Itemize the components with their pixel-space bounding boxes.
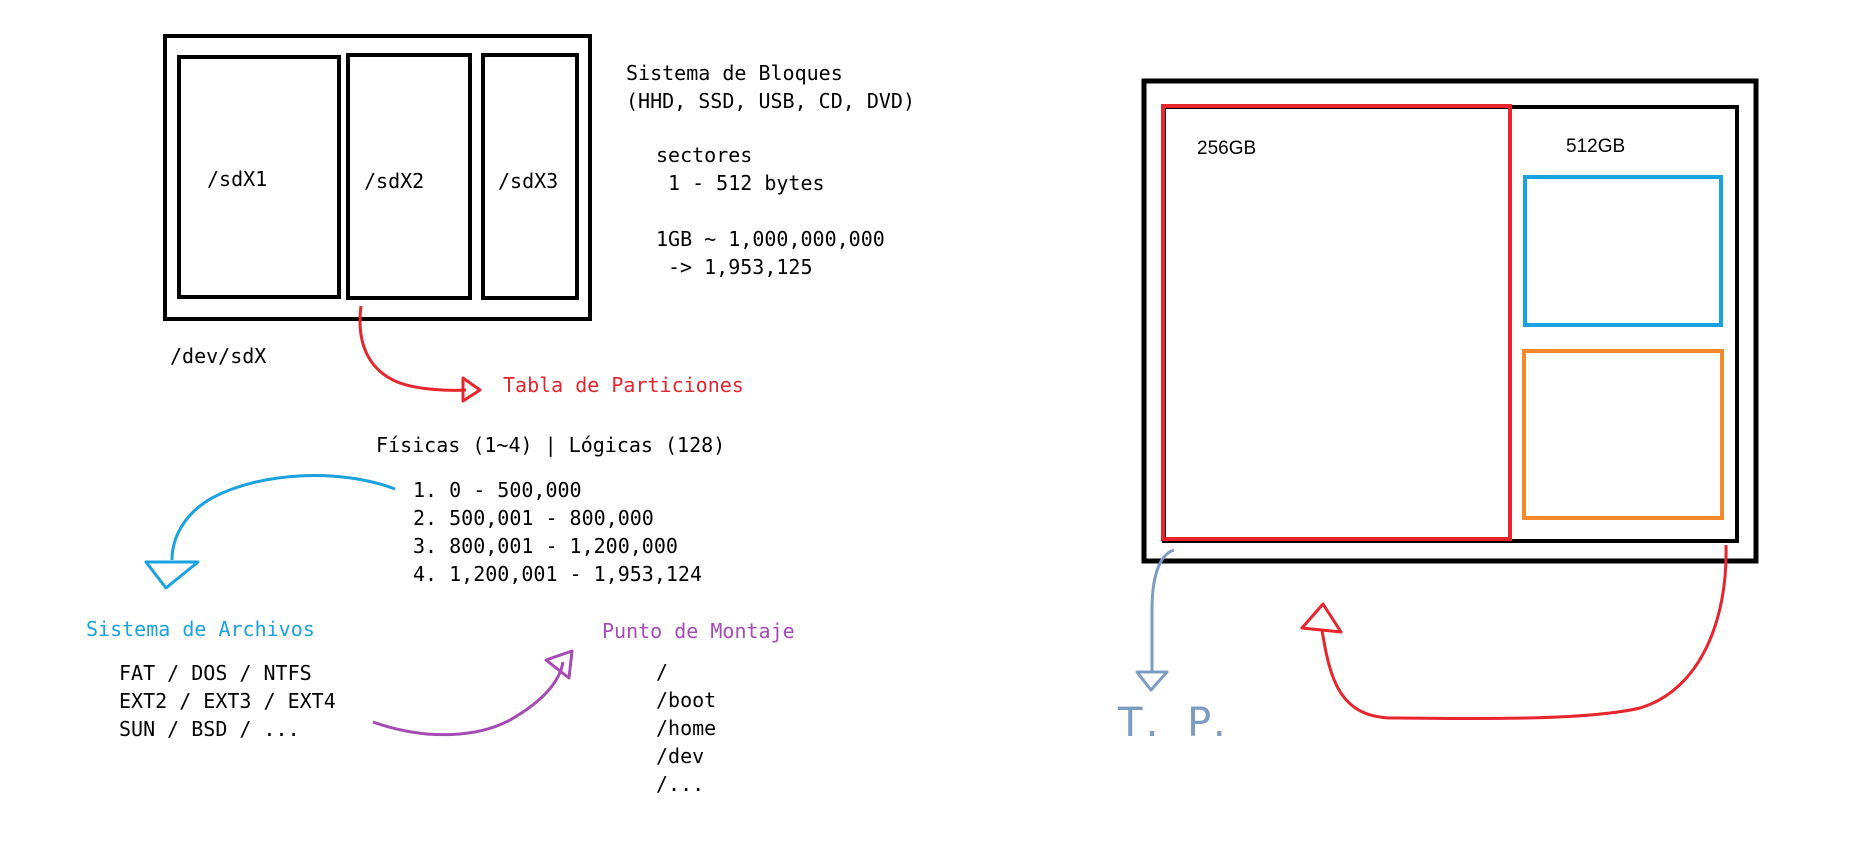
- red-256gb-box: [1161, 104, 1512, 541]
- mount-point-item-2: /boot: [656, 688, 716, 712]
- gb-value: 1GB ~ 1,000,000,000: [656, 227, 885, 251]
- partition-range-4: 4. 1,200,001 - 1,953,124: [413, 562, 702, 586]
- block-system-media: (HHD, SSD, USB, CD, DVD): [626, 89, 915, 113]
- partition-label-2: /sdX2: [364, 169, 424, 193]
- orange-box: [1522, 349, 1724, 520]
- partition-table-arrowhead: [461, 376, 482, 403]
- device-label: /dev/sdX: [170, 344, 266, 368]
- right-red-arrowhead: [1300, 602, 1343, 634]
- partition-types: Físicas (1~4) | Lógicas (128): [376, 433, 725, 457]
- partition-range-3: 3. 800,001 - 1,200,000: [413, 534, 678, 558]
- mount-point-item-1: /: [656, 660, 668, 684]
- mount-point-arrowhead: [544, 649, 574, 680]
- mount-point-item-3: /home: [656, 716, 716, 740]
- partition-table-title: Tabla de Particiones: [503, 373, 744, 397]
- file-system-item-1: FAT / DOS / NTFS: [119, 661, 312, 685]
- tp-arrow: [1150, 548, 1175, 672]
- label-256gb: 256GB: [1197, 138, 1256, 159]
- disk-outline: [163, 34, 592, 321]
- label-512gb: 512GB: [1566, 136, 1625, 157]
- right-red-arrow: [1320, 544, 1728, 721]
- partition-box-2: [346, 53, 472, 300]
- partition-range-1: 1. 0 - 500,000: [413, 478, 582, 502]
- tp-handwritten-label: T. P.: [1117, 700, 1234, 746]
- sector-count: -> 1,953,125: [668, 255, 813, 279]
- mount-point-arrow: [372, 661, 565, 737]
- block-system-title: Sistema de Bloques: [626, 61, 843, 85]
- disk-diagram: [163, 34, 592, 321]
- tp-arrowhead: [1135, 670, 1169, 692]
- partition-range-2: 2. 500,001 - 800,000: [413, 506, 654, 530]
- file-system-arrowhead: [144, 560, 200, 590]
- right-disk-diagram: [1141, 78, 1759, 564]
- partition-label-3: /sdX3: [498, 169, 558, 193]
- partition-box-1: [177, 55, 341, 299]
- file-system-item-3: SUN / BSD / ...: [119, 717, 300, 741]
- mount-point-item-4: /dev: [656, 744, 704, 768]
- mount-point-item-5: /...: [656, 772, 704, 796]
- file-system-arrow: [170, 474, 396, 561]
- mount-point-title: Punto de Montaje: [602, 619, 795, 643]
- sectors-label: sectores: [656, 143, 752, 167]
- partition-label-1: /sdX1: [207, 167, 267, 191]
- right-disk-outline: [1141, 78, 1759, 564]
- blue-box: [1523, 175, 1723, 327]
- file-system-item-2: EXT2 / EXT3 / EXT4: [119, 689, 336, 713]
- partition-table-arrow: [358, 305, 467, 392]
- file-system-title: Sistema de Archivos: [86, 617, 315, 641]
- partition-box-3: [481, 53, 579, 300]
- sector-size: 1 - 512 bytes: [668, 171, 825, 195]
